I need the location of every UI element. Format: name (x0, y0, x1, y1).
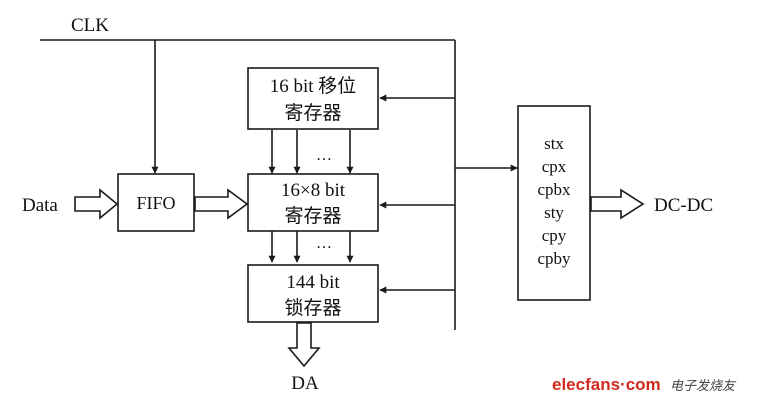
ellipsis-upper: … (316, 147, 332, 164)
clk-label: CLK (71, 15, 109, 36)
dcdc-output-hollow-arrow (590, 188, 645, 220)
data-input-hollow-arrow (74, 188, 119, 220)
shift-register-box (247, 67, 379, 130)
ellipsis-lower: … (316, 235, 332, 252)
signal-cpx: cpx (542, 157, 567, 176)
watermark-domain: com (626, 375, 661, 394)
controller-box (517, 105, 591, 301)
dcdc-label: DC-DC (654, 195, 713, 216)
watermark-cn: 电子发烧友 (670, 378, 737, 393)
register-16x8-label-2: 寄存器 (284, 205, 341, 227)
register-16x8-label-1: 16×8 bit (281, 180, 346, 201)
latch-label-2: 锁存器 (284, 297, 341, 319)
signal-stx: stx (544, 134, 564, 153)
shift-register-label-2: 寄存器 (284, 102, 341, 124)
signal-cpy: cpy (542, 226, 567, 245)
fifo-box (117, 173, 195, 232)
watermark-dot: · (620, 375, 626, 394)
signal-cpby: cpby (537, 249, 571, 268)
latch-144-box (247, 264, 379, 323)
fifo-label: FIFO (136, 193, 175, 213)
fifo-to-register-hollow-arrow (194, 188, 249, 220)
signal-cpbx: cpbx (537, 180, 571, 199)
da-label: DA (291, 373, 319, 394)
signal-sty: sty (544, 203, 564, 222)
svg-text:elecfans·com: elecfans·com (552, 375, 661, 394)
shift-register-label-1: 16 bit 移位 (270, 75, 357, 97)
watermark-logo: elecfans·com 电子发烧友 (552, 375, 737, 394)
da-output-hollow-arrow (287, 322, 321, 368)
register-16x8-box (247, 173, 379, 232)
watermark-brand: elecfans (552, 375, 620, 394)
latch-label-1: 144 bit (286, 272, 340, 293)
data-label: Data (22, 195, 58, 216)
